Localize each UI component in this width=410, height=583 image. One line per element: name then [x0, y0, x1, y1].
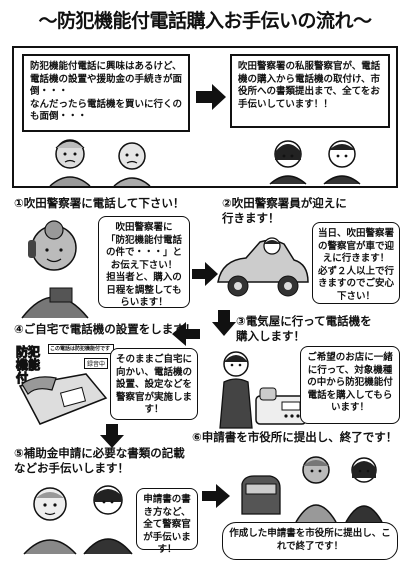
intro-arrow-icon [196, 84, 226, 110]
page-title: 〜防犯機能付電話購入お手伝いの流れ〜 [38, 10, 372, 32]
recording-label: 録音中 [84, 358, 109, 369]
intro-left-text: 防犯機能付電話に興味はあるけど、電話機の設置や援助金の手続きが面倒・・・ なんだ… [22, 54, 190, 132]
step6-heading: ⑥申請書を市役所に提出し、終了です！ [192, 430, 398, 444]
phone-sign-big-text: 防犯機能付 [16, 345, 41, 385]
step2-bubble: 当日、吹田警察署の警察官が車で迎えに行きます！ 必ず２人以上で行きますのでご安心… [312, 222, 400, 304]
intro-right-text: 吹田警察署の私服警察官が、電話機の購入から電話機の取付け、市役所への書類提出まで… [230, 54, 390, 128]
officer-assist-icon [83, 485, 133, 555]
step2-heading: ②吹田警察署員が迎えに 行きます！ [222, 196, 347, 225]
step4-bubble: そのままご自宅に向かい、電話機の設置、設定などを警察官が実施します！ [110, 348, 198, 420]
elderly-man-icon [23, 487, 77, 555]
phone-device-icon [255, 387, 307, 425]
down-arrow-icon [100, 424, 124, 448]
police-car-icon [217, 237, 309, 297]
left-arrow-icon [172, 322, 200, 346]
step3-bubble: ご希望のお店に一緒に行って、対象機種の中から防犯機能付電話を購入してもらいます！ [300, 346, 400, 424]
shop-staff-icon [219, 351, 253, 429]
step6-bubble: 作成した申請書を市役所に提出し、これで終了です！ [222, 522, 398, 560]
step4-heading: ④ご自宅で電話機の設置をします！ [14, 322, 197, 336]
plainclothes-officers-icon [269, 140, 361, 185]
car-arrow-icon [192, 262, 218, 286]
phone-base-icon [18, 373, 108, 425]
elderly-couple-icon [49, 139, 151, 187]
step3-heading: ③電気屋に行って電話機を 購入します！ [236, 314, 372, 343]
city-hall-submission-icon [241, 456, 383, 523]
step1-heading: ①吹田警察署に電話して下さい！ [14, 196, 185, 210]
step5-bubble: 申請書の書き方など、全て警察官が手伝います！ [136, 488, 198, 555]
intro-panel [12, 46, 398, 188]
step5-heading: ⑤補助金申請に必要な書類の記載 などお手伝いします！ [14, 446, 185, 475]
step1-bubble: 吹田警察署に 「防犯機能付電話の件で・・・」とお伝え下さい！ 担当者と、購入の日… [98, 216, 190, 308]
right-arrow-icon [202, 484, 230, 508]
elderly-woman-phone-icon [21, 220, 89, 319]
crime-prevention-phone: この電話は防犯機能付です 防犯機能付 録音中 [14, 342, 114, 425]
down-arrow-icon [212, 310, 236, 336]
phone-sign-small-text: この電話は防犯機能付です [48, 344, 114, 354]
